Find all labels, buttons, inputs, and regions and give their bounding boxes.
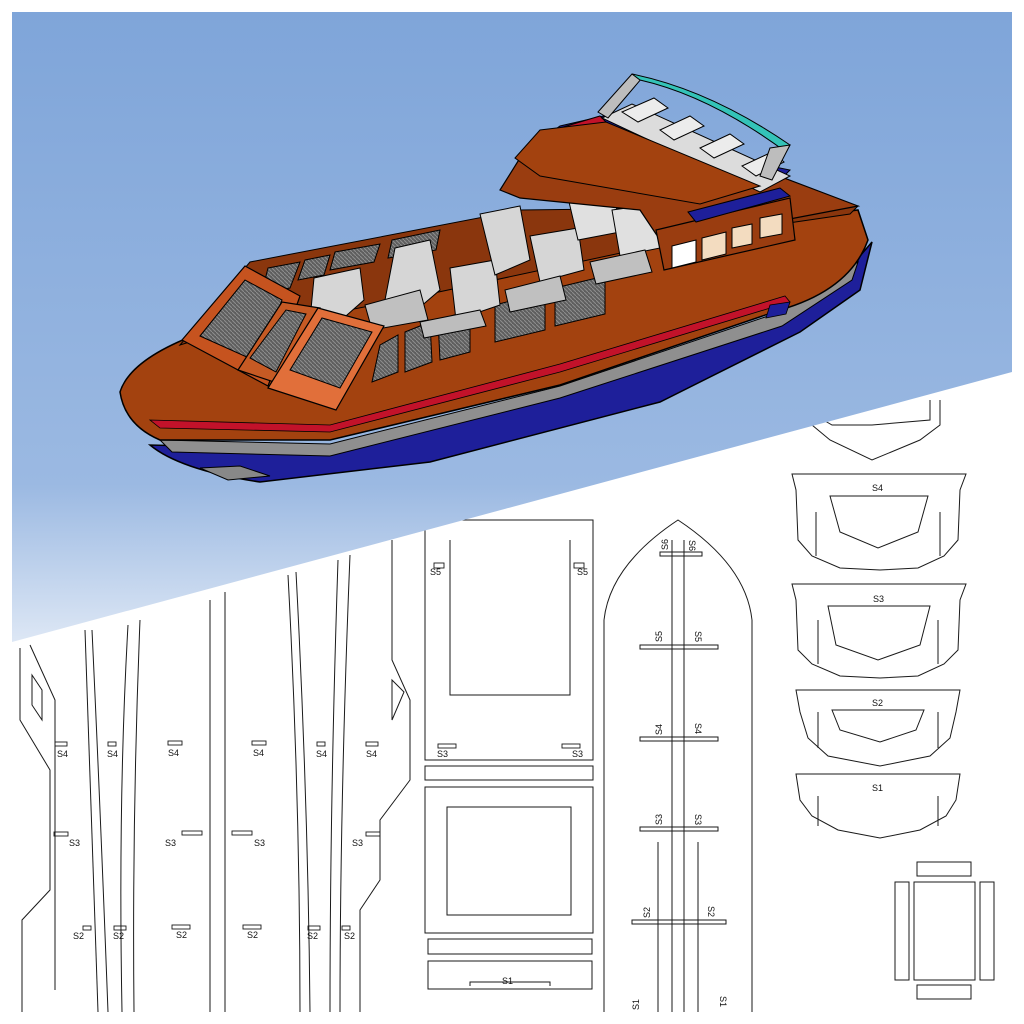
bulkhead-s1-label: S1 [872, 783, 883, 793]
strip-1-label-s3: S3 [69, 838, 80, 848]
strip-2-label-s2: S2 [113, 931, 124, 941]
strip-5-label-s4: S4 [316, 749, 327, 759]
keel-label-s5-right: S5 [693, 631, 703, 642]
deck-label-s3-right: S3 [572, 749, 583, 759]
front-cabin [181, 265, 385, 411]
side-strips [19, 540, 411, 1013]
strip-3-label-s3: S3 [165, 838, 176, 848]
bulkheads: S4 S3 S2 S1 [791, 400, 967, 839]
parts-sheet: S4 S4 S4 S4 S4 S4 S3 S3 S3 S3 S2 S2 S2 S… [19, 400, 995, 1013]
roof [514, 73, 792, 205]
keel-label-s4-right: S4 [693, 723, 703, 734]
keel-label-s4-left: S4 [654, 724, 664, 735]
deck-plate: S5 S5 S3 S3 S1 [424, 519, 594, 990]
deck-label-s5-left: S5 [430, 567, 441, 577]
bulkhead-s3-label: S3 [873, 594, 884, 604]
keel-label-s2-right: S2 [706, 906, 716, 917]
keel-label-s3-right: S3 [693, 814, 703, 825]
strip-1-label-s2: S2 [73, 931, 84, 941]
strip-6-label-s2: S2 [344, 931, 355, 941]
strip-3-label-s2: S2 [176, 930, 187, 940]
strip-6-label-s3: S3 [352, 838, 363, 848]
keel-label-s1-right: S1 [718, 996, 728, 1007]
bulkhead-s2-label: S2 [872, 698, 883, 708]
boat-render [119, 73, 873, 483]
keel-label-s1-left: S1 [631, 999, 641, 1010]
strip-4-label-s4: S4 [253, 748, 264, 758]
deck-label-s1: S1 [502, 976, 513, 986]
keel-labels: S6 S6 S5 S5 S4 S4 S3 S3 S2 S2 S1 S1 [631, 539, 728, 1010]
strip-3-label-s4: S4 [168, 748, 179, 758]
strip-5-label-s2: S2 [307, 931, 318, 941]
seat-frame-parts [894, 861, 995, 1000]
strip-slots [53, 740, 381, 931]
keel-plate: S6 S6 S5 S5 S4 S4 S3 S3 S2 S2 S1 S1 [603, 519, 753, 1012]
strip-6-label-s4: S4 [366, 749, 377, 759]
keel-label-s5-left: S5 [654, 631, 664, 642]
strip-2-label-s4: S4 [107, 749, 118, 759]
keel-label-s3-left: S3 [654, 814, 664, 825]
keel-label-s2-left: S2 [642, 907, 652, 918]
keel-label-s6-right: S6 [687, 540, 697, 551]
seats [309, 175, 661, 339]
bulkhead-s4-label: S4 [872, 483, 883, 493]
strip-1-label-s4: S4 [57, 749, 68, 759]
keel-label-s6-left: S6 [660, 539, 670, 550]
deck-label-s5-right: S5 [577, 567, 588, 577]
strip-4-label-s3: S3 [254, 838, 265, 848]
strip-4-label-s2: S2 [247, 930, 258, 940]
deck-label-s3-left: S3 [437, 749, 448, 759]
strip-labels: S4 S4 S4 S4 S4 S4 S3 S3 S3 S3 S2 S2 S2 S… [57, 748, 377, 941]
